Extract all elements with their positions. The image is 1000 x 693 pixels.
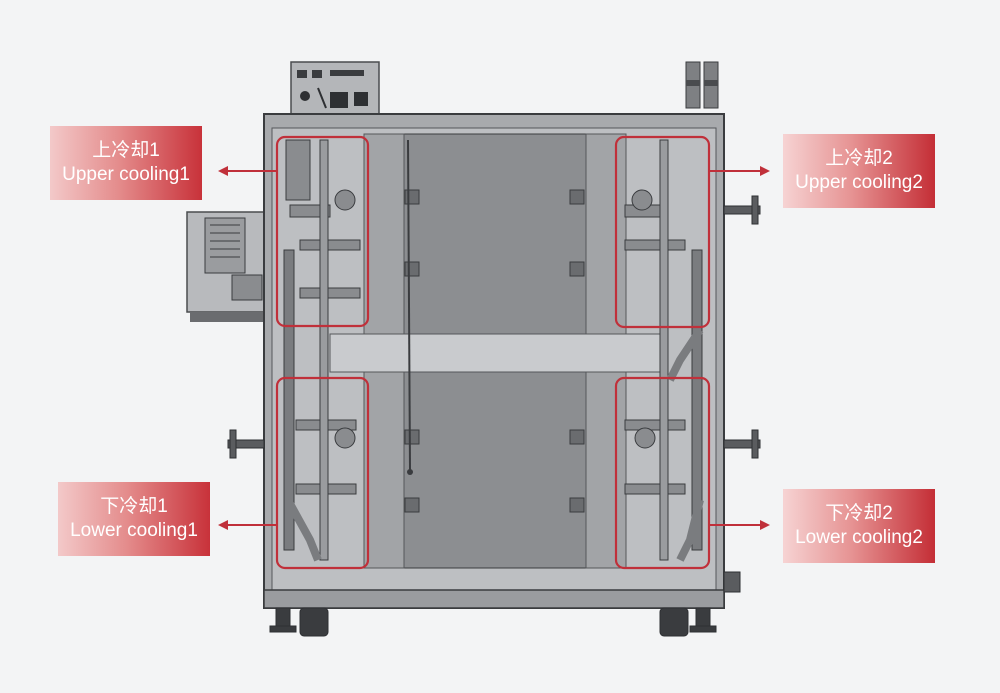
center-panels (329, 133, 661, 569)
signal-lamps (685, 61, 719, 109)
casters (269, 607, 717, 637)
label-upper-cooling-1: 上冷却1 Upper cooling1 (50, 126, 202, 200)
label-upper-cooling-2: 上冷却2 Upper cooling2 (783, 134, 935, 208)
side-valves (227, 195, 761, 593)
highlight-upper-cooling-2 (614, 135, 711, 329)
label-upper-cooling-2-zh: 上冷却2 (825, 148, 893, 169)
right-cooling-piping (624, 139, 704, 562)
label-lower-cooling-1: 下冷却1 Lower cooling1 (58, 482, 210, 556)
highlight-lower-cooling-2 (614, 376, 711, 570)
highlight-upper-cooling-1 (275, 135, 370, 328)
label-upper-cooling-1-en: Upper cooling1 (62, 164, 190, 185)
label-lower-cooling-2: 下冷却2 Lower cooling2 (783, 489, 935, 563)
control-box (290, 61, 380, 115)
label-lower-cooling-1-zh: 下冷却1 (100, 496, 168, 517)
label-lower-cooling-1-en: Lower cooling1 (70, 520, 198, 541)
callout-arrows (218, 166, 770, 530)
highlight-lower-cooling-1 (275, 376, 370, 570)
highlight-boxes (275, 135, 711, 570)
label-lower-cooling-2-en: Lower cooling2 (795, 527, 923, 548)
label-upper-cooling-2-en: Upper cooling2 (795, 172, 923, 193)
label-lower-cooling-2-zh: 下冷却2 (825, 503, 893, 524)
left-cooling-piping (283, 139, 361, 562)
label-upper-cooling-1-zh: 上冷却1 (92, 140, 160, 161)
left-side-unit (186, 211, 268, 322)
